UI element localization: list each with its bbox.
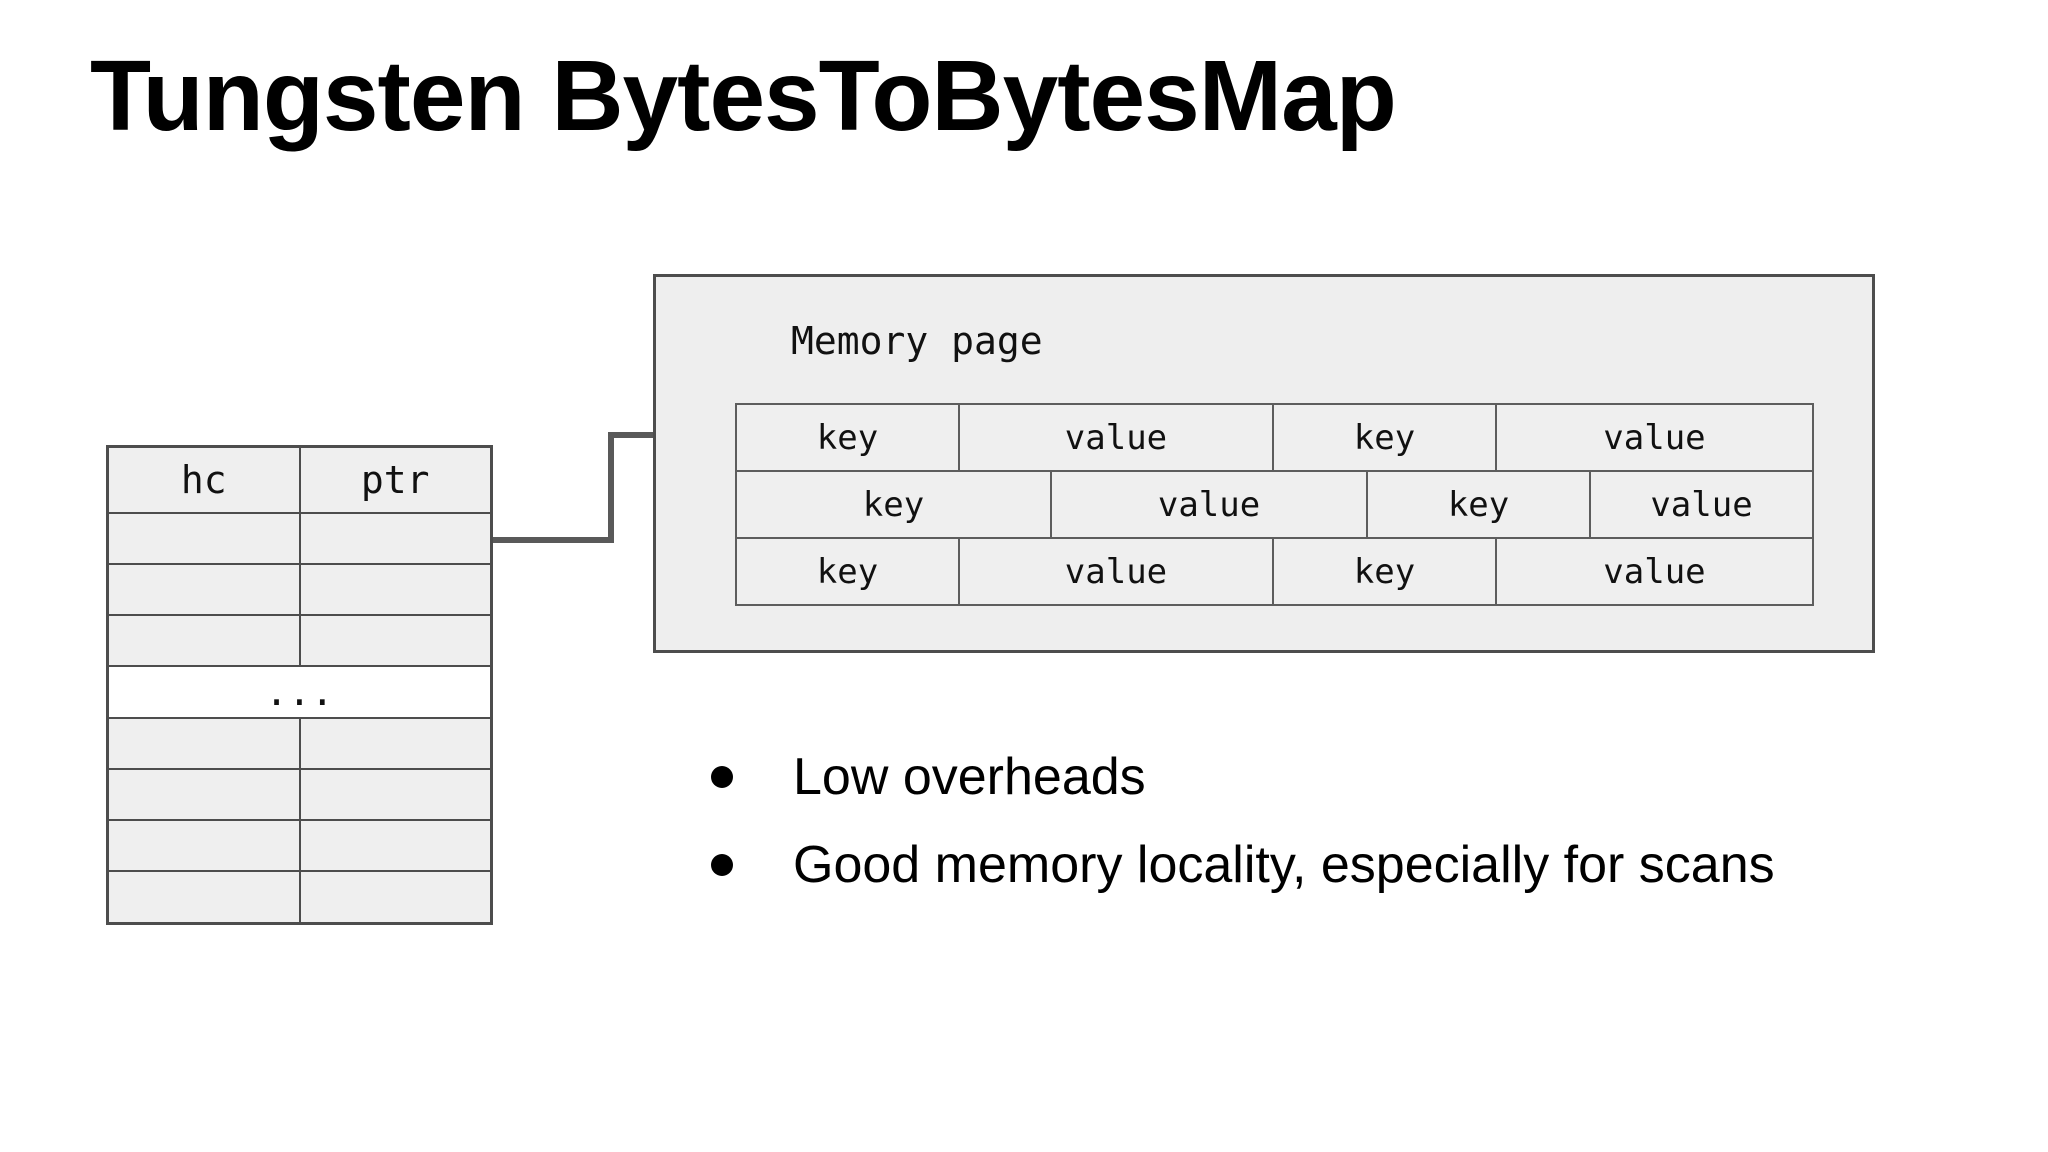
- hash-table-header-hc: hc: [109, 448, 299, 512]
- bullet-icon: [711, 854, 733, 876]
- memory-page-box: Memory page key value key value key valu…: [653, 274, 1875, 653]
- hash-table-cell-empty: [300, 872, 490, 922]
- bullet-item: Low overheads: [711, 748, 1146, 806]
- memory-page-label: Memory page: [791, 319, 1043, 363]
- bullet-text: Low overheads: [793, 748, 1146, 806]
- kv-cell-key: key: [1271, 403, 1497, 472]
- kv-cell-value: value: [1494, 537, 1814, 606]
- kv-cell-key: key: [735, 403, 961, 472]
- hash-table-cell-empty: [109, 770, 299, 819]
- bullet-icon: [711, 766, 733, 788]
- kv-cell-value: value: [1494, 403, 1814, 472]
- hash-table-cell-empty: [109, 514, 299, 563]
- kv-row: key value key value: [735, 537, 1820, 606]
- hash-table-cell-empty: [300, 821, 490, 870]
- hash-table-header-ptr: ptr: [300, 448, 490, 512]
- kv-cell-key: key: [1271, 537, 1497, 606]
- hash-table-cell-empty: [109, 616, 299, 665]
- hash-table-ellipsis-row: ...: [109, 667, 490, 717]
- bullet-text: Good memory locality, especially for sca…: [793, 836, 1775, 894]
- kv-cell-key: key: [735, 537, 961, 606]
- kv-cell-value: value: [958, 403, 1274, 472]
- hash-table-cell-empty: [109, 821, 299, 870]
- kv-cell-value: value: [1050, 470, 1369, 539]
- kv-cell-key: key: [735, 470, 1053, 539]
- hash-table-cell-empty: [300, 719, 490, 768]
- kv-row: key value key value: [735, 470, 1820, 539]
- hash-table: hc ptr ...: [106, 445, 493, 925]
- kv-cell-value: value: [958, 537, 1274, 606]
- hash-table-cell-empty: [300, 514, 490, 563]
- kv-cell-value: value: [1589, 470, 1814, 539]
- hash-table-cell-empty: [109, 565, 299, 614]
- hash-table-cell-empty: [300, 616, 490, 665]
- kv-table: key value key value key value key value …: [735, 403, 1820, 606]
- hash-table-cell-empty: [300, 770, 490, 819]
- hash-table-cell-empty: [300, 565, 490, 614]
- slide-title: Tungsten BytesToBytesMap: [90, 40, 1397, 152]
- hash-table-cell-empty: [109, 872, 299, 922]
- kv-row: key value key value: [735, 403, 1820, 472]
- hash-table-cell-empty: [109, 719, 299, 768]
- kv-cell-key: key: [1366, 470, 1592, 539]
- bullet-item: Good memory locality, especially for sca…: [711, 836, 1775, 894]
